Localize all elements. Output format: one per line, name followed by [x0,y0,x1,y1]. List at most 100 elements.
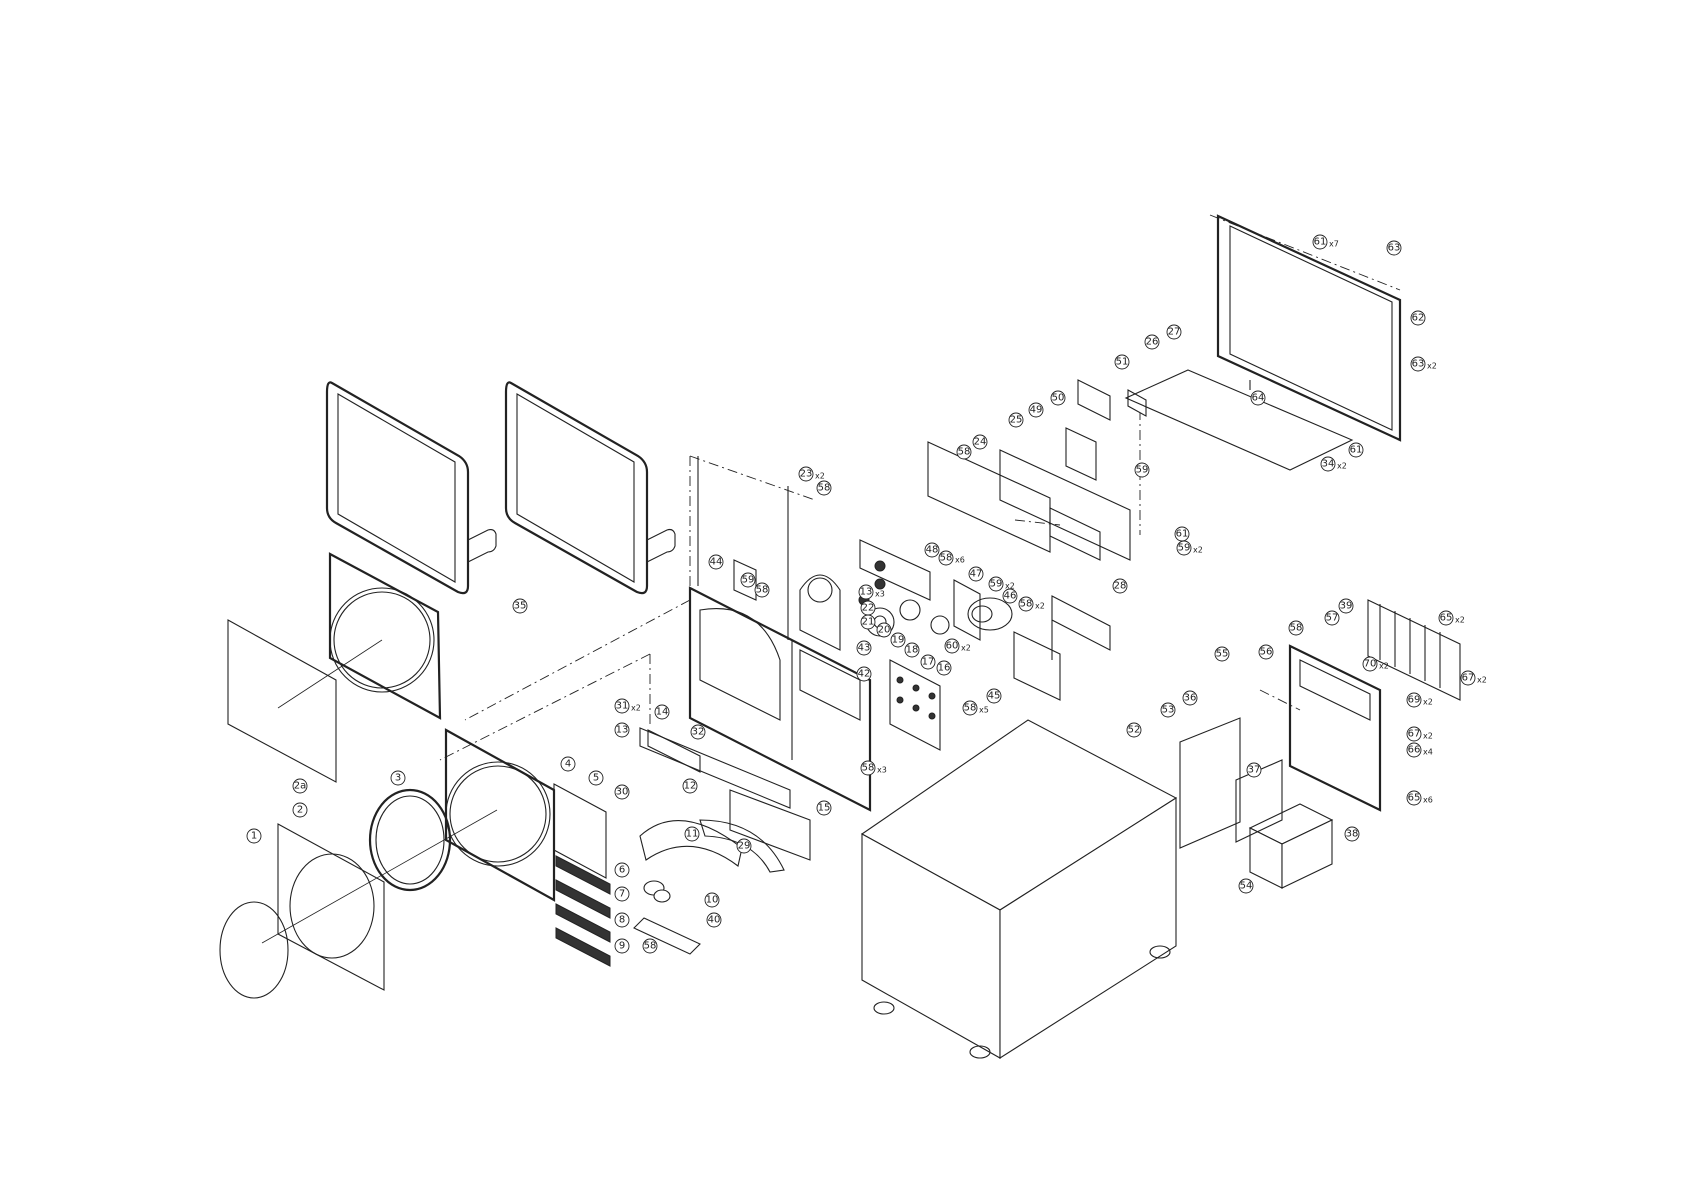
callout-46: 46 [1002,588,1018,604]
svg-text:18: 18 [906,645,919,656]
callout-51: 51 [1114,354,1130,370]
callout-64: 64 [1250,390,1266,406]
svg-text:50: 50 [1052,393,1065,404]
callout-2: 2 [292,802,308,818]
svg-text:26: 26 [1146,337,1159,348]
svg-text:59: 59 [1136,465,1149,476]
svg-text:58: 58 [862,763,875,774]
speaker-grille-left [325,381,497,595]
callout-13: 13 [614,722,630,738]
svg-text:31: 31 [616,701,629,712]
svg-text:27: 27 [1168,327,1181,338]
callout-25: 25 [1008,412,1024,428]
callout-55: 55 [1214,646,1230,662]
callout-58-g: 58 [754,582,770,598]
callout-38: 38 [1344,826,1360,842]
svg-text:65: 65 [1440,613,1453,624]
svg-text:x2: x2 [961,644,971,653]
front-grille-panel [277,823,385,991]
callout-27: 27 [1166,324,1182,340]
cd-mechanism [733,559,841,651]
callout-58-i: 58 [1288,620,1304,636]
transformer-49 [1065,379,1147,481]
svg-text:34: 34 [1322,459,1335,470]
callout-43: 43 [856,640,872,656]
svg-text:48: 48 [926,545,939,556]
svg-text:x4: x4 [1423,748,1433,757]
svg-text:58: 58 [964,703,977,714]
svg-text:15: 15 [818,803,831,814]
svg-text:58: 58 [818,483,831,494]
svg-text:28: 28 [1114,581,1127,592]
callout-57: 57 [1324,610,1340,626]
svg-text:12: 12 [684,781,697,792]
svg-text:44: 44 [710,557,723,568]
svg-text:54: 54 [1240,881,1253,892]
callout-59-a: 59 [740,572,756,588]
svg-text:x2: x2 [1193,546,1203,555]
callout-1: 1 [246,828,262,844]
callout-40: 40 [706,912,722,928]
svg-text:x5: x5 [979,706,989,715]
svg-text:22: 22 [862,603,875,614]
guide-rods [697,456,789,640]
knob-parts [633,880,701,955]
svg-text:x2: x2 [1035,602,1045,611]
svg-text:61: 61 [1314,237,1327,248]
callout-14: 14 [654,704,670,720]
svg-text:62: 62 [1412,313,1425,324]
svg-text:42: 42 [858,669,871,680]
callout-63-a: 63 [1386,240,1402,256]
callout-29: 29 [736,838,752,854]
svg-text:4: 4 [565,759,571,770]
svg-text:63: 63 [1412,359,1425,370]
disc-tray-guide [639,729,785,873]
svg-text:10: 10 [706,895,719,906]
svg-text:x2: x2 [631,704,641,713]
callout-42: 42 [856,666,872,682]
svg-text:53: 53 [1162,705,1175,716]
svg-text:19: 19 [892,635,905,646]
callout-9: 9 [614,938,630,954]
svg-text:13: 13 [616,725,629,736]
callout-26: 26 [1144,334,1160,350]
callout-24: 24 [972,434,988,450]
callout-35: 35 [512,598,528,614]
button-strips [555,855,611,967]
circuit-board-45 [1013,631,1061,701]
callout-50: 50 [1050,390,1066,406]
callout-54: 54 [1238,878,1254,894]
callout-28: 28 [1112,578,1128,594]
svg-text:7: 7 [619,889,625,900]
svg-text:x2: x2 [1337,462,1347,471]
power-transformer [1235,759,1334,889]
motor-assembly [953,579,1013,641]
callout-45: 45 [986,688,1002,704]
svg-text:61: 61 [1176,529,1189,540]
svg-text:67: 67 [1462,673,1475,684]
callout-17: 17 [920,654,936,670]
svg-text:9: 9 [619,941,625,952]
svg-text:x2: x2 [1423,698,1433,707]
svg-text:39: 39 [1340,601,1353,612]
svg-text:1: 1 [251,831,257,842]
callout-32: 32 [690,724,706,740]
callout-44: 44 [708,554,724,570]
callout-48: 48 [924,542,940,558]
back-panel [1179,717,1241,849]
callout-11: 11 [684,826,700,842]
svg-text:57: 57 [1326,613,1339,624]
svg-text:23: 23 [800,469,813,480]
callout-56: 56 [1258,644,1274,660]
svg-text:x3: x3 [875,590,885,599]
callout-20: 20 [876,622,892,638]
